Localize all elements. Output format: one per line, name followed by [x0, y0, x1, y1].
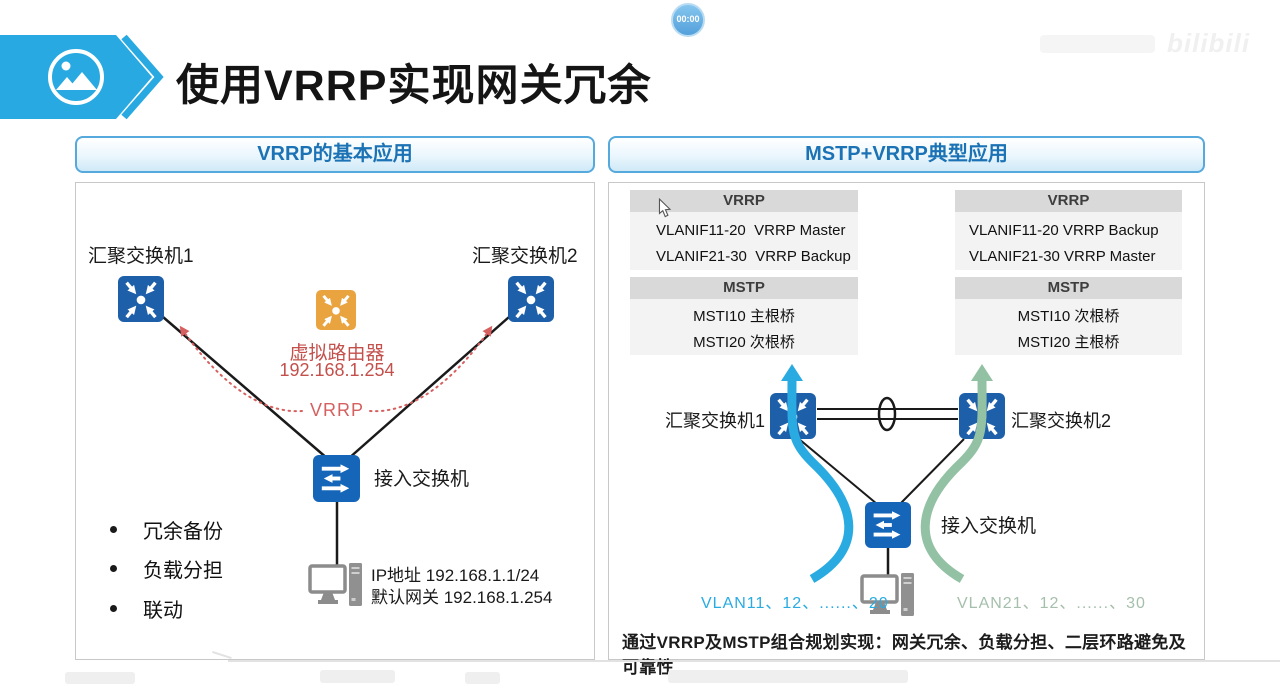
page-title: 使用VRRP实现网关冗余 — [176, 62, 652, 110]
table-row: MSTI10 主根桥 — [693, 308, 795, 325]
timer-badge[interactable]: 00:00 — [671, 3, 705, 37]
sw2-mstp-table-body: MSTI10 次根桥 MSTI20 主根桥 — [955, 299, 1182, 355]
bullet-label: 冗余备份 — [143, 521, 223, 543]
vrrp-dotted-arrow-left — [179, 325, 303, 413]
table-row: VLANIF11-20 VRRP Backup — [969, 222, 1159, 239]
left-agg-switch1-label: 汇聚交换机1 — [88, 246, 194, 267]
virtual-router-icon — [316, 290, 356, 330]
sw2-mstp-table-header: MSTP — [955, 277, 1182, 299]
bullet-label: 负载分担 — [143, 560, 223, 582]
vrrp-dotted-arrow-right — [369, 325, 493, 413]
bottom-cutoff-artifact — [668, 670, 908, 683]
sw2-vrrp-table-body: VLANIF11-20 VRRP Backup VLANIF21-30 VRRP… — [955, 212, 1182, 270]
watermark: bilibili — [1040, 28, 1250, 59]
watermark-smudge — [1040, 34, 1155, 53]
table-row: VLANIF21-30 VRRP Backup — [656, 248, 851, 265]
right-agg-switch1-label: 汇聚交换机1 — [664, 411, 765, 431]
bullet-dot — [110, 526, 117, 533]
bottom-cutoff-artifact — [320, 670, 395, 683]
sw1-mstp-table-body: MSTI10 主根桥 MSTI20 次根桥 — [630, 299, 858, 355]
picture-icon — [48, 49, 104, 105]
bullet-dot — [110, 565, 117, 572]
right-access-switch-label: 接入交换机 — [941, 516, 1037, 537]
pc-default-gateway: 默认网关 192.168.1.254 — [371, 588, 553, 607]
bullet-item: 冗余备份 — [110, 515, 223, 544]
bullet-label: 联动 — [143, 600, 183, 622]
vrrp-label: VRRP — [309, 400, 364, 420]
aggregation-switch-icon — [118, 276, 164, 322]
table-row: MSTI20 主根桥 — [1017, 334, 1120, 351]
left-agg-switch2-label: 汇聚交换机2 — [472, 246, 578, 267]
link-aggregation-ring — [877, 396, 897, 432]
vlan-range-blue: VLAN11、12、......、20 — [701, 595, 889, 612]
pc-icon — [860, 573, 918, 619]
bottom-cutoff-artifact — [465, 672, 500, 684]
mouse-cursor-icon — [658, 198, 672, 219]
virtual-router-label: 虚拟路由器 — [289, 343, 385, 364]
table-row: MSTI20 次根桥 — [693, 334, 795, 351]
table-row: VLANIF21-30 VRRP Master — [969, 248, 1156, 265]
right-panel-title: MSTP+VRRP典型应用 — [608, 136, 1205, 173]
access-switch-icon — [865, 502, 911, 548]
bullet-item: 负载分担 — [110, 554, 223, 583]
bilibili-logo: bilibili — [1167, 28, 1251, 58]
slide-edge-line — [228, 660, 1280, 662]
aggregation-switch-icon — [508, 276, 554, 322]
sw1-mstp-table-header: MSTP — [630, 277, 858, 299]
title-banner — [0, 34, 164, 120]
bullet-dot — [110, 605, 117, 612]
virtual-router-ip: 192.168.1.254 — [279, 360, 395, 380]
vlan-range-green: VLAN21、12、......、30 — [957, 595, 1146, 612]
table-row: MSTI10 次根桥 — [1017, 308, 1120, 325]
sw1-vrrp-table-body: VLANIF11-20 VRRP Master VLANIF21-30 VRRP… — [630, 212, 858, 270]
summary-caption: 通过VRRP及MSTP组合规划实现：网关冗余、负载分担、二层环路避免及可靠性 — [622, 633, 1186, 677]
pc-ip-address: IP地址 192.168.1.1/24 — [371, 566, 540, 585]
left-access-switch-label: 接入交换机 — [374, 469, 470, 490]
vlan21-30-flow-arrow — [920, 364, 994, 583]
bullet-item: 联动 — [110, 594, 183, 623]
bottom-cutoff-artifact — [65, 672, 135, 684]
sw1-vrrp-table-header: VRRP — [630, 190, 858, 212]
sw2-vrrp-table-header: VRRP — [955, 190, 1182, 212]
vlan11-20-flow-arrow — [780, 364, 854, 583]
pc-icon — [308, 563, 366, 609]
table-row: VLANIF11-20 VRRP Master — [656, 222, 846, 239]
left-panel-title: VRRP的基本应用 — [75, 136, 595, 173]
access-switch-icon — [313, 455, 360, 502]
right-agg-switch2-label: 汇聚交换机2 — [1011, 411, 1112, 431]
